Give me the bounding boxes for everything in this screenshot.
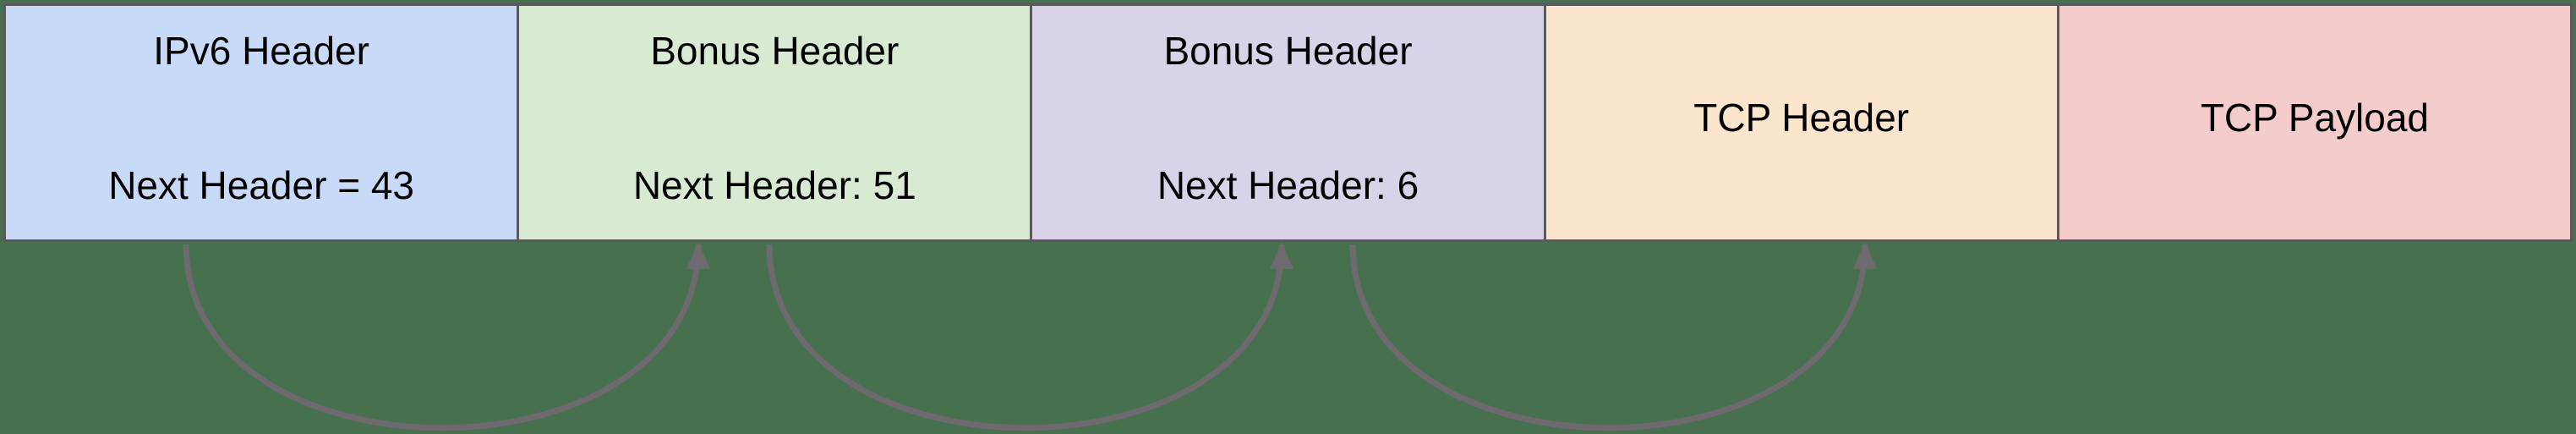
box-title: TCP Payload [2200,96,2429,140]
arrow-curve [183,244,702,431]
next-header-value: Next Header: 6 [1157,162,1419,207]
box-title: TCP Header [1693,96,1910,140]
box-tcp-header: TCP Header [1543,6,2057,239]
arrowhead-up-icon [1270,242,1293,269]
packet-row: IPv6 Header Next Header = 43 Bonus Heade… [3,3,2573,242]
arrow-curve [766,244,1285,431]
arrow-curve [1349,244,1868,431]
arrow-bonus2-to-tcp [1349,242,1877,431]
arrow-bonus1-to-bonus2 [766,242,1293,431]
box-title: IPv6 Header [153,29,369,73]
box-bonus-header-1: Bonus Header Next Header: 51 [517,6,1031,239]
box-ipv6-header: IPv6 Header Next Header = 43 [6,6,517,239]
box-tcp-payload: TCP Payload [2056,6,2571,239]
arrowhead-up-icon [686,242,710,269]
box-title: Bonus Header [650,29,900,73]
box-title: Bonus Header [1163,29,1413,73]
next-header-value: Next Header: 51 [632,162,916,207]
arrow-ipv6-to-bonus1 [183,242,710,431]
box-bonus-header-2: Bonus Header Next Header: 6 [1030,6,1544,239]
arrowhead-up-icon [1853,242,1877,269]
next-header-value: Next Header = 43 [108,162,415,207]
